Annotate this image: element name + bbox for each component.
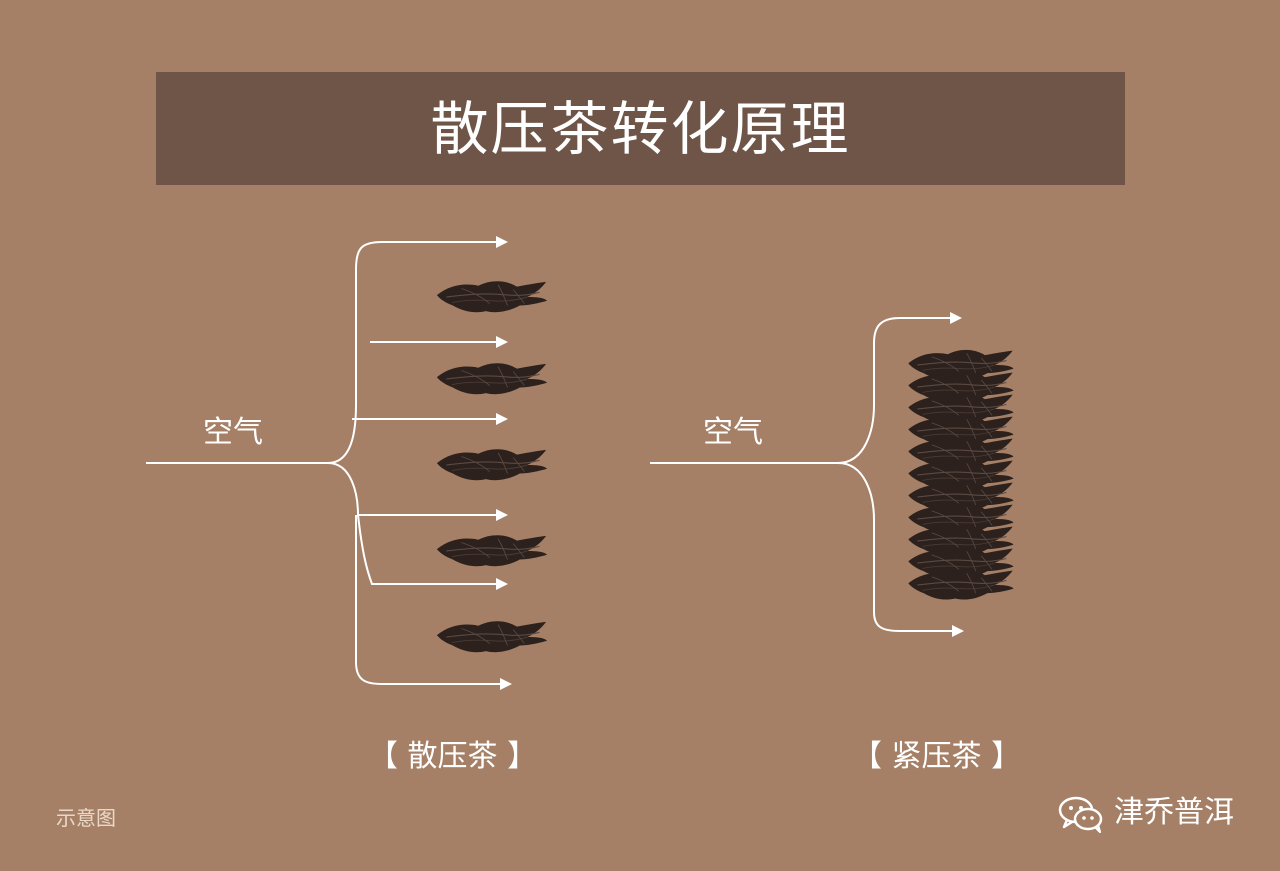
diagram-note: 示意图 [56,806,116,830]
wechat-icon [1058,796,1103,834]
compressed-arrowhead-bottom [952,625,964,637]
arrow-path-6 [355,515,500,685]
right-flow-lines [650,317,952,632]
arrowhead-6 [500,678,512,690]
brand-watermark: 津乔普洱 [1056,792,1234,834]
arrowhead-1 [496,236,508,248]
compressed-leaf-stack [907,349,1015,601]
tea-leaf-4 [436,534,548,567]
arrowhead-2 [496,336,508,348]
arrowhead-4 [496,509,508,521]
compressed-arrowhead-top [950,312,962,324]
right-arrowheads [950,312,964,637]
stacked-leaf-11 [907,569,1015,601]
arrow-path-1 [146,241,496,464]
tea-leaf-2 [436,362,548,395]
title-bar: 散压茶转化原理 [156,72,1125,185]
tea-leaf-1 [436,280,548,313]
compressed-arrow-bottom-path [837,462,952,632]
left-flow-lines [146,241,500,685]
air-label-right: 空气 [703,415,763,450]
arrowhead-3 [496,413,508,425]
left-leaves [436,280,548,653]
tea-leaf-5 [436,620,548,653]
arrow-path-4 [327,462,496,516]
air-label-left: 空气 [203,415,263,450]
brand-name: 津乔普洱 [1114,795,1234,830]
arrow-path-5 [357,514,496,585]
tea-leaf-3 [436,448,548,481]
compressed-arrow-top-path [650,317,950,464]
compressed-tea-caption: 【 紧压茶 】 [852,739,1022,774]
arrowhead-5 [496,578,508,590]
page-title: 散压茶转化原理 [430,94,851,163]
left-arrowheads [496,236,512,690]
loose-tea-caption: 【 散压茶 】 [368,739,538,774]
